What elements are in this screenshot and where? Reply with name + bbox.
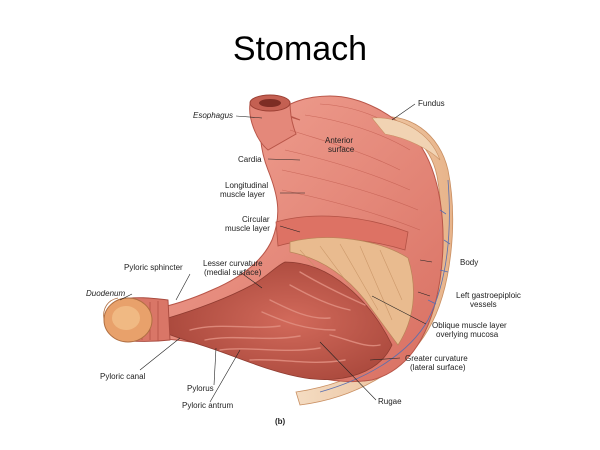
- gastroepiploic-vessels: [319, 179, 451, 393]
- esophagus-lumen: [259, 99, 281, 107]
- label-pyloric-sphincter: Pyloric sphincter: [124, 263, 183, 272]
- fundus-cap: [371, 117, 441, 161]
- label-cardia: Cardia: [238, 155, 262, 164]
- label-duodenum: Duodenum: [86, 289, 125, 298]
- label-lesser-1: Lesser curvature: [203, 259, 263, 268]
- label-pylorus: Pylorus: [187, 384, 214, 393]
- label-oblique-1: Oblique muscle layer: [432, 321, 507, 330]
- label-greater-1: Greater curvature: [405, 354, 468, 363]
- oblique-muscle-layer: [289, 237, 414, 346]
- leader-lines: [119, 103, 433, 403]
- label-anterior-1: Anterior: [325, 136, 353, 145]
- label-oblique-2: overlying mucosa: [436, 330, 499, 339]
- label-circular-1: Circular: [242, 215, 270, 224]
- label-gastroepiploic-1: Left gastroepiploic: [456, 291, 521, 300]
- label-lesser-2: (medial surface): [204, 268, 262, 277]
- rugae-folds: [189, 271, 381, 363]
- label-greater-2: (lateral surface): [410, 363, 466, 372]
- label-circular-2: muscle layer: [225, 224, 270, 233]
- duodenum-highlight: [112, 306, 140, 330]
- label-pyloric-antrum: Pyloric antrum: [182, 401, 233, 410]
- duodenum-edge: [103, 297, 119, 321]
- slide-title: Stomach: [232, 30, 368, 68]
- label-body: Body: [460, 258, 478, 267]
- panel-label: (b): [275, 417, 286, 426]
- label-anterior-2: surface: [328, 145, 355, 154]
- label-pyloric-canal: Pyloric canal: [100, 372, 146, 381]
- label-longitudinal-1: Longitudinal: [225, 181, 268, 190]
- label-rugae: Rugae: [378, 397, 402, 406]
- label-fundus: Fundus: [418, 99, 445, 108]
- esophagus-tube: [249, 101, 297, 151]
- label-longitudinal-2: muscle layer: [220, 190, 265, 199]
- label-gastroepiploic-2: vessels: [470, 300, 497, 309]
- label-esophagus: Esophagus: [193, 111, 233, 120]
